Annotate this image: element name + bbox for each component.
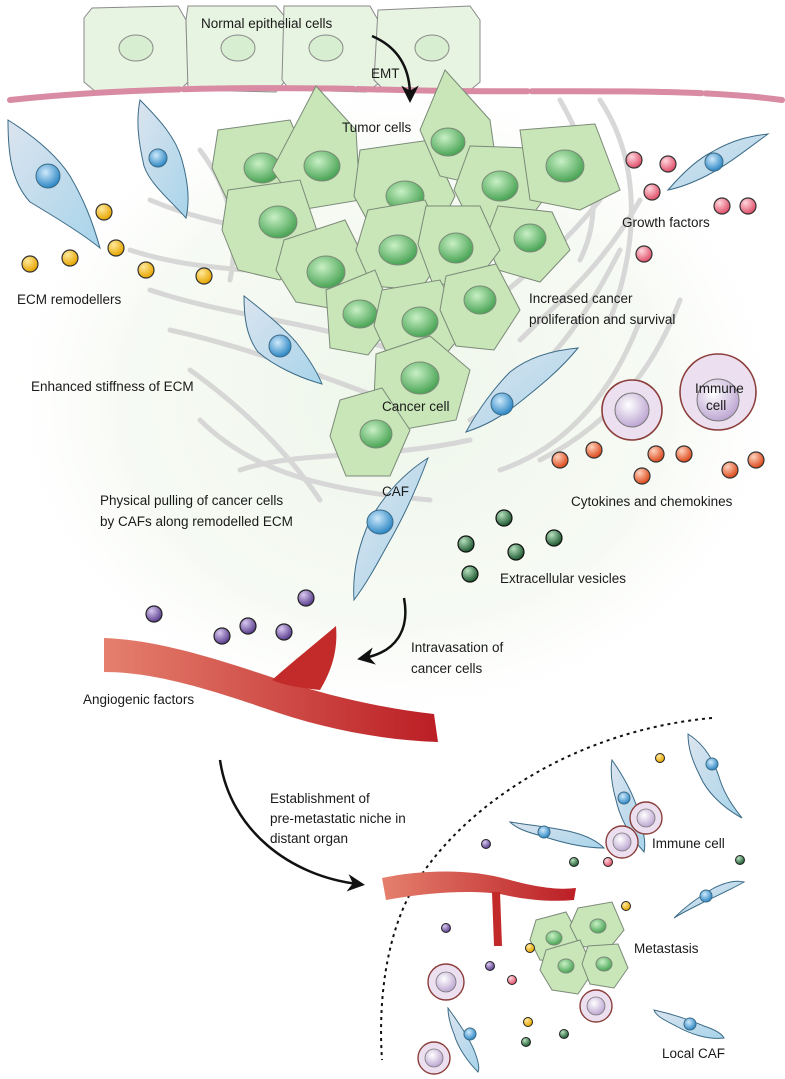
growth-factors: [625, 151, 757, 263]
immune-cells-top: [601, 353, 757, 441]
tumor-cell: [581, 943, 629, 989]
caf-cell: [243, 294, 323, 385]
metastasis-cluster: [529, 901, 629, 995]
caf-cell: [447, 1006, 480, 1073]
tumor-cell-cluster: [211, 69, 621, 477]
label-niche-line1: Establishment of: [270, 791, 370, 806]
label-niche-line2: pre-metastatic niche in: [270, 811, 406, 826]
label-tumor-cells: Tumor cells: [342, 120, 412, 135]
caf-cells: [7, 98, 770, 602]
label-growth-factors: Growth factors: [622, 215, 710, 230]
angiogenic-factors: [145, 589, 315, 645]
ecm-remodellers: [21, 203, 213, 285]
normal-epithelial-cells: [83, 5, 481, 93]
immune-cell: [601, 379, 663, 441]
immune-cell: [579, 989, 613, 1023]
caf-cell: [673, 880, 746, 919]
immune-cell: [629, 801, 663, 835]
distant-organ-boundary: [380, 717, 713, 1061]
label-niche-line3: distant organ: [270, 831, 348, 846]
blood-vessel-icon: [104, 626, 438, 742]
local-cafs: [447, 733, 746, 1073]
tumor-cell: [519, 123, 621, 211]
label-ecm-remodellers: ECM remodellers: [17, 292, 122, 307]
label-cytokines-chemokines: Cytokines and chemokines: [571, 494, 733, 509]
label-increased-proliferation-line2: proliferation and survival: [529, 312, 675, 327]
tumor-cell: [329, 387, 411, 477]
caf-cell: [464, 347, 580, 433]
emt-arrow-icon: [371, 34, 419, 103]
distant-blood-vessel-icon: [382, 871, 576, 946]
label-extracellular-vesicles: Extracellular vesicles: [500, 571, 626, 586]
extracellular-vesicles: [457, 509, 563, 583]
caf-cell: [508, 821, 606, 849]
cytokines-chemokines: [551, 441, 765, 485]
label-metastasis: Metastasis: [634, 941, 699, 956]
label-normal-epithelial-cells: Normal epithelial cells: [201, 16, 333, 31]
basement-membrane: [7, 85, 785, 103]
label-angiogenic-factors: Angiogenic factors: [83, 692, 194, 707]
caf-cell: [137, 98, 189, 220]
label-cancer-cell: Cancer cell: [382, 399, 450, 414]
label-physical-pulling-line2: by CAFs along remodelled ECM: [100, 514, 293, 529]
caf-cell: [653, 1009, 725, 1039]
label-immune-cell-line2: cell: [706, 398, 726, 413]
epithelial-cell: [83, 5, 189, 93]
immune-cells-bottom: [417, 801, 663, 1075]
label-caf: CAF: [382, 484, 409, 499]
scattered-factors: [441, 753, 745, 1047]
tumor-cell: [271, 85, 361, 211]
label-local-caf: Local CAF: [662, 1046, 725, 1061]
tumor-cell: [569, 901, 625, 951]
label-intravasation-line2: cancer cells: [411, 661, 483, 676]
label-immune-cell-line1: Immune: [695, 381, 744, 396]
immune-cell: [679, 353, 757, 431]
caf-cell: [7, 119, 101, 250]
caf-cell: [353, 456, 429, 602]
label-increased-proliferation-line1: Increased cancer: [529, 291, 633, 306]
tumor-cell: [439, 263, 521, 351]
label-enhanced-stiffness: Enhanced stiffness of ECM: [31, 379, 194, 394]
label-immune-cell: Immune cell: [652, 836, 725, 851]
label-emt: EMT: [371, 66, 400, 81]
immune-cell: [417, 1041, 451, 1075]
caf-cell: [687, 733, 743, 819]
caf-cell: [666, 133, 770, 191]
tumor-cell: [485, 205, 571, 283]
immune-cell: [427, 963, 465, 1001]
tumor-cell: [539, 939, 595, 995]
epithelial-cell: [373, 5, 481, 93]
niche-arrow-icon: [218, 759, 365, 892]
intravasation-arrow-icon: [357, 597, 407, 665]
immune-cell: [605, 825, 639, 859]
label-intravasation-line1: Intravasation of: [411, 640, 504, 655]
label-physical-pulling-line1: Physical pulling of cancer cells: [100, 493, 283, 508]
